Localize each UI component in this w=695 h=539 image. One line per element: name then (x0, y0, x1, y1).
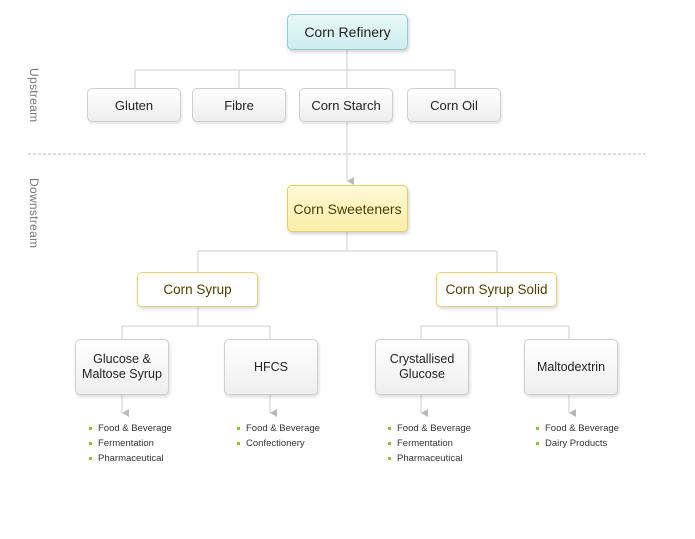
maltodextrin-uses-list: Food & Beverage Dairy Products (536, 421, 619, 451)
glucose-maltose-uses-list: Food & Beverage Fermentation Pharmaceuti… (89, 421, 172, 466)
corn-syrup-node: Corn Syrup (137, 272, 258, 307)
list-item: Pharmaceutical (89, 451, 172, 466)
fibre-node: Fibre (192, 88, 286, 122)
hfcs-uses-list: Food & Beverage Confectionery (237, 421, 320, 451)
corn-sweeteners-node: Corn Sweeteners (287, 185, 408, 232)
crystallised-glucose-uses-list: Food & Beverage Fermentation Pharmaceuti… (388, 421, 471, 466)
corn-syrup-solid-node: Corn Syrup Solid (436, 272, 557, 307)
list-item: Food & Beverage (536, 421, 619, 436)
list-item: Food & Beverage (237, 421, 320, 436)
glucose-maltose-syrup-node: Glucose & Maltose Syrup (75, 339, 169, 395)
gluten-node: Gluten (87, 88, 181, 122)
maltodextrin-node: Maltodextrin (524, 339, 618, 395)
list-item: Dairy Products (536, 436, 619, 451)
list-item: Food & Beverage (388, 421, 471, 436)
downstream-label: Downstream (27, 178, 41, 249)
list-item: Food & Beverage (89, 421, 172, 436)
crystallised-glucose-node: Crystallised Glucose (375, 339, 469, 395)
corn-starch-node: Corn Starch (299, 88, 393, 122)
list-item: Fermentation (388, 436, 471, 451)
corn-oil-node: Corn Oil (407, 88, 501, 122)
corn-refinery-node: Corn Refinery (287, 14, 408, 50)
upstream-label: Upstream (27, 68, 41, 123)
list-item: Fermentation (89, 436, 172, 451)
hfcs-node: HFCS (224, 339, 318, 395)
list-item: Pharmaceutical (388, 451, 471, 466)
list-item: Confectionery (237, 436, 320, 451)
